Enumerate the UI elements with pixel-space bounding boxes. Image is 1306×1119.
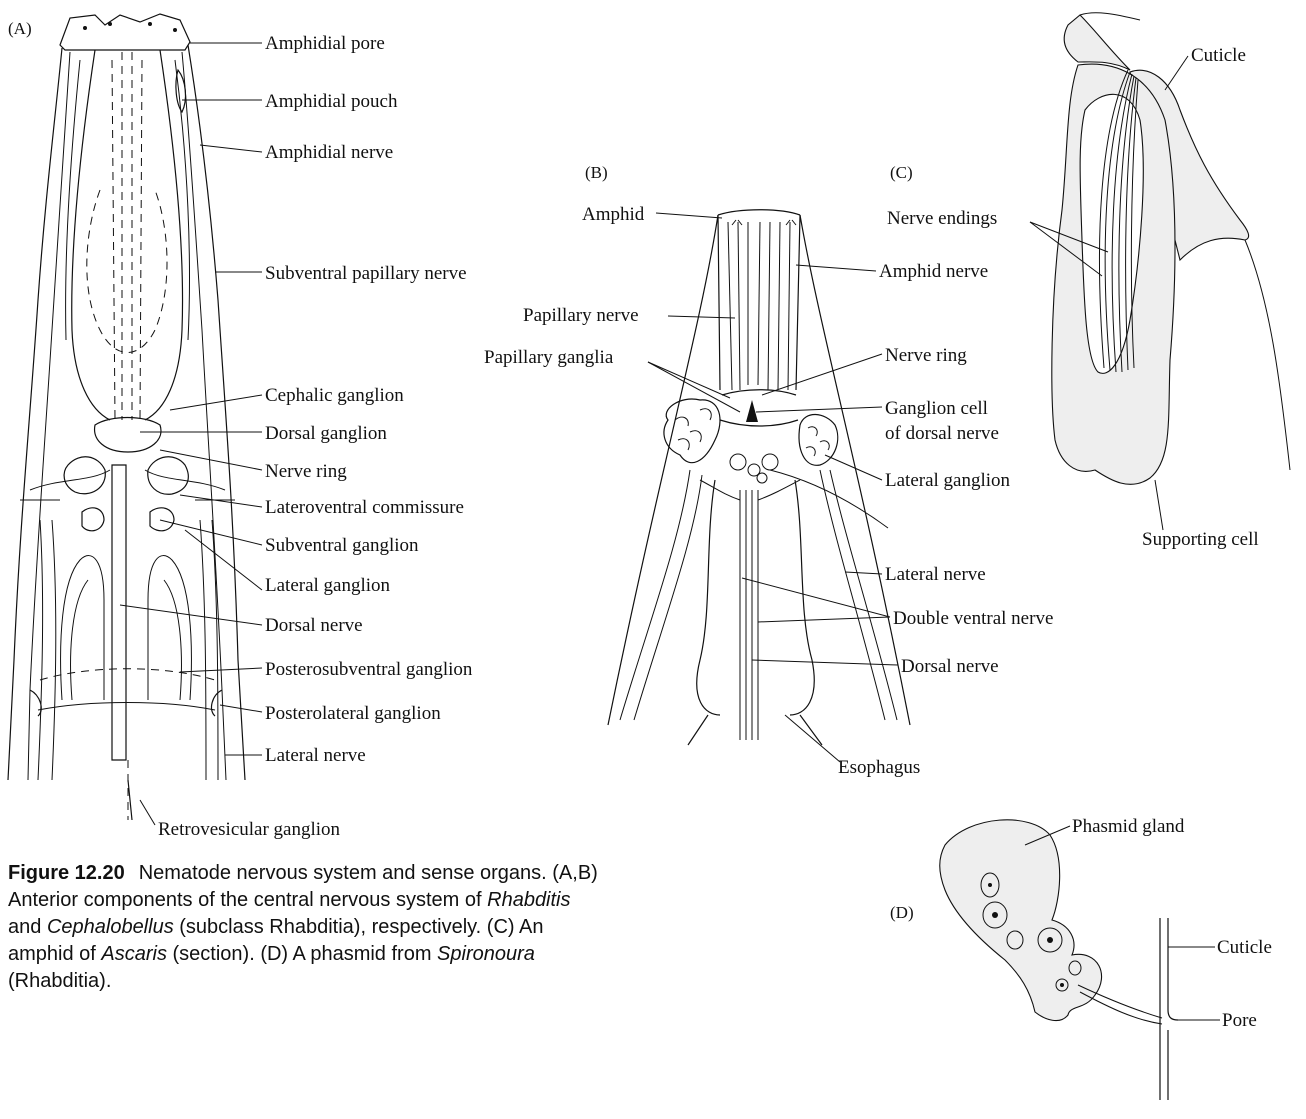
caption-text-2: and — [8, 916, 47, 938]
label-nerve-ring-a: Nerve ring — [265, 461, 347, 482]
panel-b-letter: (B) — [585, 163, 608, 182]
caption-genus-ascaris: Ascaris — [101, 943, 167, 965]
panel-a-letter: (A) — [8, 19, 32, 38]
panel-c-leaders — [1029, 55, 1189, 531]
label-papillary-ganglia: Papillary ganglia — [484, 347, 614, 368]
caption-genus-cephalobellus: Cephalobellus — [46, 916, 174, 938]
panel-a-labels: Amphidial pore Amphidial pouch Amphidial… — [158, 33, 473, 840]
label-posterolateral-ganglion: Posterolateral ganglion — [265, 703, 441, 724]
label-amphid-nerve: Amphid nerve — [879, 261, 988, 282]
caption-text-5: (Rhabditia). — [8, 970, 112, 992]
label-subventral-ganglion: Subventral ganglion — [265, 535, 419, 556]
label-papillary-nerve: Papillary nerve — [523, 305, 639, 326]
label-retrovesicular-ganglion: Retrovesicular ganglion — [158, 819, 341, 840]
label-dorsal-ganglion: Dorsal ganglion — [265, 423, 387, 444]
label-esophagus: Esophagus — [838, 757, 920, 778]
label-double-ventral-nerve: Double ventral nerve — [893, 608, 1053, 629]
panel-a-leaders — [119, 42, 263, 826]
label-nerve-ring-b: Nerve ring — [885, 345, 967, 366]
label-lateral-nerve-b: Lateral nerve — [885, 564, 986, 585]
panel-b-drawing: (B) — [585, 163, 911, 746]
label-nerve-endings: Nerve endings — [887, 208, 997, 229]
label-dorsal-nerve-a: Dorsal nerve — [265, 615, 363, 636]
panel-d-leaders — [1024, 825, 1220, 1021]
label-amphidial-nerve: Amphidial nerve — [265, 142, 393, 163]
caption-genus-rhabditis: Rhabditis — [487, 889, 571, 911]
label-amphidial-pouch: Amphidial pouch — [265, 91, 398, 112]
label-cephalic-ganglion: Cephalic ganglion — [265, 385, 404, 406]
label-ganglion-cell-line1: Ganglion cell — [885, 398, 988, 419]
figure-number: Figure 12.20 — [8, 862, 125, 884]
label-pore: Pore — [1222, 1010, 1257, 1031]
caption-genus-spironoura: Spironoura — [437, 943, 535, 965]
panel-d-letter: (D) — [890, 903, 914, 922]
caption-text-1: Nematode nervous system and sense organs… — [8, 862, 598, 911]
panel-c-letter: (C) — [890, 163, 913, 182]
panel-a-drawing: (A) — [7, 13, 246, 821]
label-lateral-nerve-a: Lateral nerve — [265, 745, 366, 766]
label-supporting-cell: Supporting cell — [1142, 529, 1259, 550]
label-dorsal-nerve-b: Dorsal nerve — [901, 656, 999, 677]
label-lateral-ganglion-a: Lateral ganglion — [265, 575, 391, 596]
panel-d-drawing: (D) — [890, 819, 1179, 1100]
label-cuticle-d: Cuticle — [1217, 937, 1272, 958]
label-lateral-ganglion-b: Lateral ganglion — [885, 470, 1011, 491]
label-ganglion-cell-line2: of dorsal nerve — [885, 423, 999, 444]
label-lateroventral-commissure: Lateroventral commissure — [265, 497, 464, 518]
panel-d-labels: Phasmid gland Cuticle Pore — [1072, 816, 1272, 1031]
panel-b-labels: Amphid Amphid nerve Papillary nerve Papi… — [484, 204, 1053, 778]
label-posterosubventral-ganglion: Posterosubventral ganglion — [265, 659, 473, 680]
label-phasmid-gland: Phasmid gland — [1072, 816, 1185, 837]
label-amphidial-pore: Amphidial pore — [265, 33, 385, 54]
caption-text-4: (section). (D) A phasmid from — [166, 943, 438, 965]
label-amphid: Amphid — [582, 204, 645, 225]
panel-c-drawing: (C) — [890, 12, 1291, 485]
caption-text-3: (subclass Rhabditia), respectively. (C) … — [8, 916, 544, 965]
panel-b-leaders — [647, 212, 899, 763]
label-cuticle-c: Cuticle — [1191, 45, 1246, 66]
panel-c-labels: Cuticle Nerve endings Supporting cell — [887, 45, 1259, 550]
label-subventral-papillary-nerve: Subventral papillary nerve — [265, 263, 467, 284]
